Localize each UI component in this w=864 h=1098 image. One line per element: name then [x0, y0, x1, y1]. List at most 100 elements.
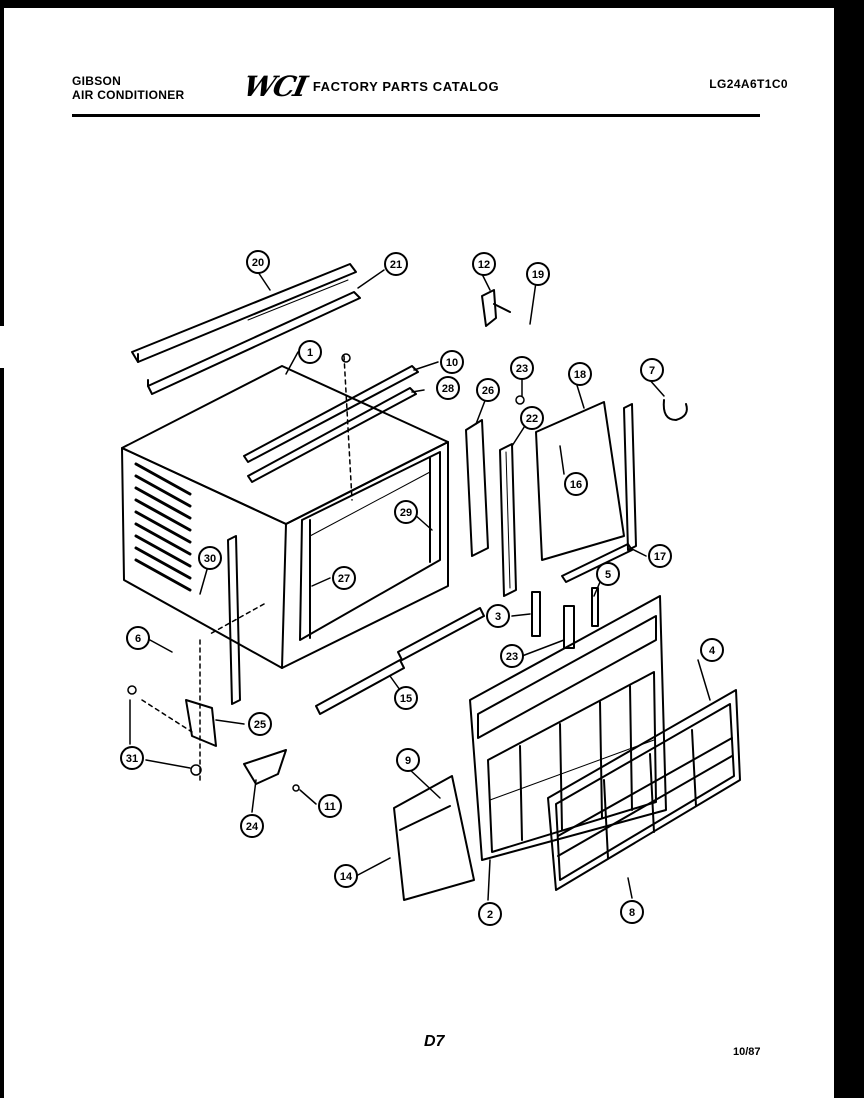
- callout-12: 12: [472, 252, 496, 276]
- callout-label: 16: [570, 479, 582, 491]
- callout-9: 9: [396, 748, 420, 772]
- strip-part-28: [247, 387, 417, 483]
- channel-part-17: [561, 403, 637, 583]
- callout-20: 20: [246, 250, 270, 274]
- callout-circle: [298, 340, 322, 364]
- callout-label: 18: [574, 369, 586, 381]
- callout-circle: [332, 566, 356, 590]
- callout-11: 11: [318, 794, 342, 818]
- callout-15: 15: [394, 686, 418, 710]
- bottom-rail-part-6: [315, 607, 485, 715]
- callout-circle: [384, 252, 408, 276]
- callout-circle: [248, 712, 272, 736]
- callout-24: 24: [240, 814, 264, 838]
- callout-label: 23: [516, 363, 528, 375]
- callout-label: 3: [495, 611, 501, 623]
- callout-18: 18: [568, 362, 592, 386]
- callout-circle: [568, 362, 592, 386]
- callout-label: 24: [246, 821, 259, 833]
- side-curtain-part-14: [393, 775, 475, 901]
- callout-label: 5: [605, 569, 611, 581]
- callout-31: 31: [120, 746, 144, 770]
- bracket-part-12: [481, 289, 511, 327]
- callout-label: 12: [478, 259, 490, 271]
- callout-circle: [500, 644, 524, 668]
- rail-part-21: [147, 291, 361, 395]
- callout-label: 15: [400, 693, 412, 705]
- callout-circle: [120, 746, 144, 770]
- callout-22: 22: [520, 406, 544, 430]
- callout-label: 19: [532, 269, 544, 281]
- screw-markers: [127, 353, 525, 792]
- callout-label: 2: [487, 909, 493, 921]
- leader-lines: [129, 269, 711, 901]
- callout-label: 31: [126, 753, 138, 765]
- callout-circle: [394, 500, 418, 524]
- callout-19: 19: [526, 262, 550, 286]
- filter-part-15: [547, 689, 741, 891]
- callout-label: 6: [135, 633, 141, 645]
- callout-circle: [510, 356, 534, 380]
- callout-circle: [478, 902, 502, 926]
- callout-25: 25: [248, 712, 272, 736]
- cabinet-part-1: [121, 365, 449, 669]
- header-rule: [72, 114, 760, 117]
- revision-date: 10/87: [733, 1046, 761, 1058]
- callout-14: 14: [334, 864, 358, 888]
- callout-21: 21: [384, 252, 408, 276]
- callout-circle: [596, 562, 620, 586]
- callout-circle: [486, 604, 510, 628]
- callout-circle: [440, 350, 464, 374]
- callout-circle: [640, 358, 664, 382]
- side-angle-bracket: [227, 535, 241, 705]
- callout-6: 6: [126, 626, 150, 650]
- callout-label: 7: [649, 365, 655, 377]
- callout-label: 10: [446, 357, 458, 369]
- brand-name: GIBSON: [72, 74, 122, 88]
- page-code: D7: [424, 1033, 445, 1050]
- small-brackets-3-4-5: [531, 587, 599, 649]
- callout-circle: [564, 472, 588, 496]
- callout-5: 5: [596, 562, 620, 586]
- callout-circle: [700, 638, 724, 662]
- callout-27: 27: [332, 566, 356, 590]
- scan-edge-mark: [0, 326, 4, 368]
- callout-label: 20: [252, 257, 264, 269]
- catalog-title: FACTORY PARTS CATALOG: [312, 79, 500, 94]
- callout-circle: [476, 378, 500, 402]
- product-name: AIR CONDITIONER: [72, 88, 185, 102]
- callout-circle: [526, 262, 550, 286]
- strip-part-10: [243, 365, 419, 463]
- callout-1: 1: [298, 340, 322, 364]
- callout-29: 29: [394, 500, 418, 524]
- callout-28: 28: [436, 376, 460, 400]
- callout-circle: [198, 546, 222, 570]
- callout-circle: [436, 376, 460, 400]
- callout-circle: [318, 794, 342, 818]
- callout-label: 28: [442, 383, 454, 395]
- callout-label: 8: [629, 907, 635, 919]
- callout-17: 17: [648, 544, 672, 568]
- callout-label: 29: [400, 507, 412, 519]
- callout-circle: [126, 626, 150, 650]
- callout-2: 2: [478, 902, 502, 926]
- callout-26: 26: [476, 378, 500, 402]
- callout-circle: [472, 252, 496, 276]
- front-panel-part-2: [469, 595, 667, 861]
- top-rail-part-20: [131, 263, 357, 363]
- callout-label: 23: [506, 651, 518, 663]
- callout-circle: [240, 814, 264, 838]
- callout-8: 8: [620, 900, 644, 924]
- catalog-heading: WCI FACTORY PARTS CATALOG: [240, 70, 500, 103]
- callout-label: 9: [405, 755, 411, 767]
- callout-label: 1: [307, 347, 313, 359]
- callout-circle: [394, 686, 418, 710]
- model-number: LG24A6T1C0: [709, 77, 788, 91]
- side-seal-part-16: [499, 443, 517, 597]
- bracket-part-24: [243, 749, 287, 785]
- callout-label: 17: [654, 551, 666, 563]
- callout-circle: [520, 406, 544, 430]
- callout-3: 3: [486, 604, 510, 628]
